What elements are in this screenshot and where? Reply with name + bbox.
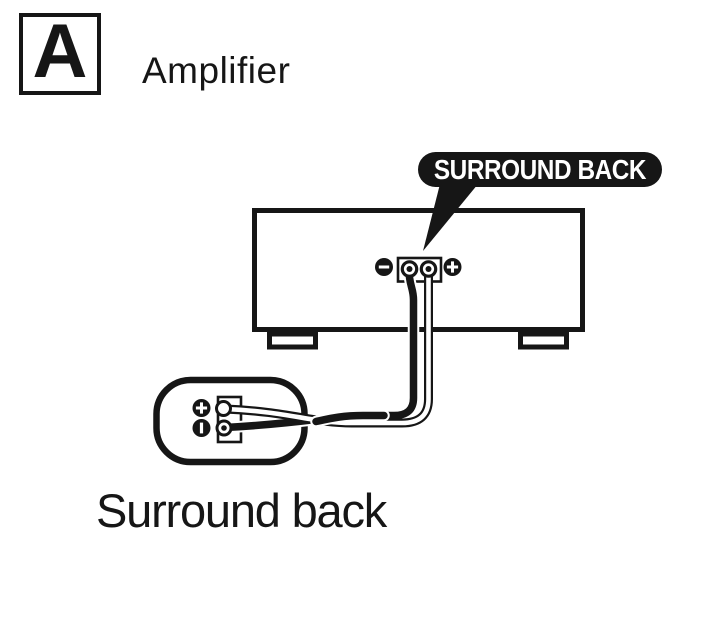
speaker-post-negative (215, 419, 233, 437)
wire-crossover (310, 409, 390, 428)
positive-wire (220, 265, 433, 428)
section-badge: A (19, 13, 101, 95)
plus-icon (192, 399, 211, 417)
amplifier-foot-left (267, 331, 318, 350)
section-badge-letter: A (32, 9, 88, 94)
speaker-post-positive (215, 400, 232, 417)
amplifier-label: Amplifier (142, 50, 291, 91)
amplifier-post-negative (400, 260, 419, 278)
speaker-caption: Surround back (96, 484, 387, 537)
plus-icon (443, 258, 462, 276)
amplifier-foot-right (518, 331, 569, 350)
amplifier-post-positive (419, 260, 438, 278)
surround-back-callout: SURROUND BACK (418, 152, 662, 187)
surround-back-callout-label: SURROUND BACK (433, 153, 647, 185)
callout-pointer (423, 184, 478, 251)
minus-icon (192, 419, 211, 437)
minus-icon (375, 258, 393, 276)
